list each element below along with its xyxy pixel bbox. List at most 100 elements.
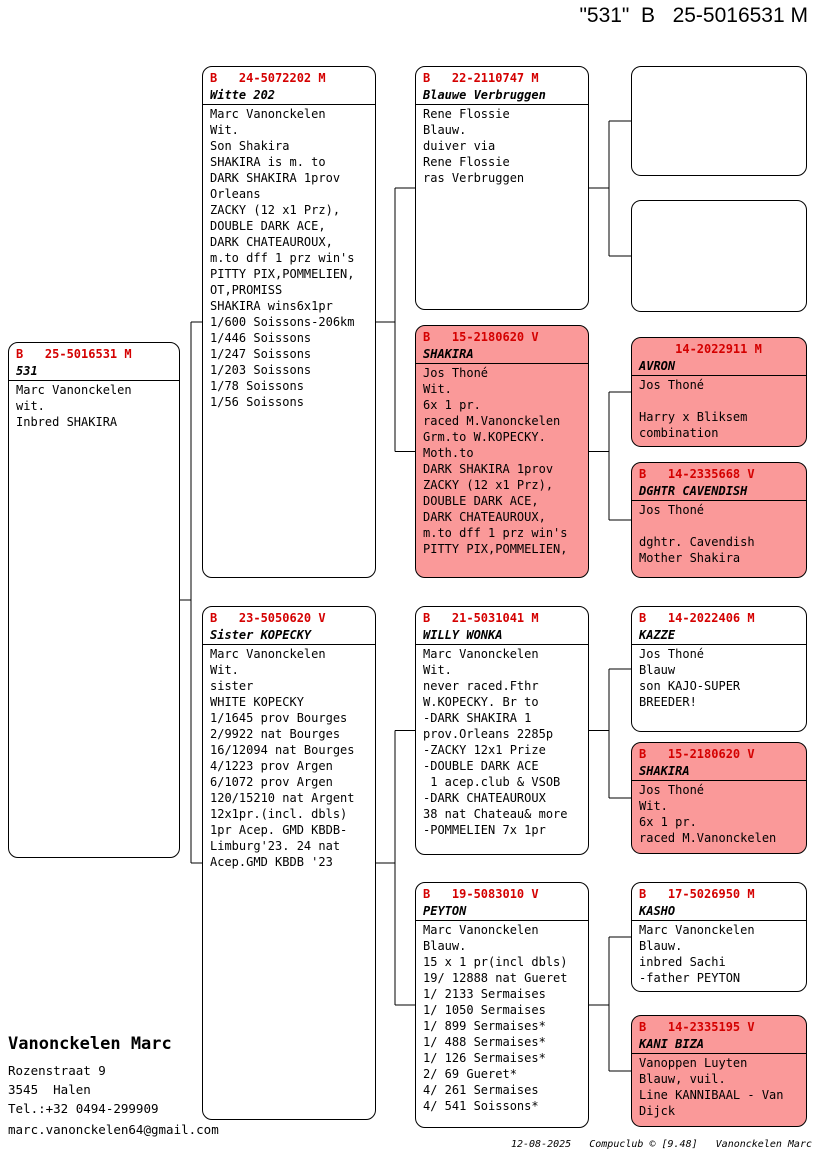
info-line: BREEDER! — [639, 695, 697, 709]
pigeon-name: SHAKIRA — [416, 346, 588, 364]
ring-number: B 22-2110747 M — [423, 71, 539, 85]
info-line: Marc Vanonckelen — [210, 647, 326, 661]
info-line: 4/ 261 Sermaises — [423, 1083, 539, 1097]
info-line: DARK CHATEAUROUX, — [210, 235, 333, 249]
info-line: PITTY PIX,POMMELIEN, — [423, 542, 568, 556]
info-line: -ZACKY 12x1 Prize — [423, 743, 546, 757]
info-line: 1/ 126 Sermaises* — [423, 1051, 546, 1065]
breeder-street: Rozenstraat 9 — [8, 1063, 106, 1078]
info-line: -DOUBLE DARK ACE — [423, 759, 539, 773]
info-line: Marc Vanonckelen — [639, 923, 755, 937]
ring-number: B 24-5072202 M — [210, 71, 326, 85]
breeder-name: Vanonckelen Marc — [8, 1034, 172, 1054]
info-line: 19/ 12888 nat Gueret — [423, 971, 568, 985]
info-line: 120/15210 nat Argent — [210, 791, 355, 805]
info-line: Marc Vanonckelen — [423, 923, 539, 937]
info-line: duiver via — [423, 139, 496, 153]
info-line: Blauw. — [423, 123, 467, 137]
pigeon-name: WILLY WONKA — [416, 627, 588, 645]
info-line: Jos Thoné — [423, 366, 489, 380]
info-line: 1/247 Soissons — [210, 347, 312, 361]
info-line: 6x 1 pr. — [639, 815, 697, 829]
info-line: -DARK SHAKIRA 1 — [423, 711, 532, 725]
ring-number: B 21-5031041 M — [423, 611, 539, 625]
ring-number: B 23-5050620 V — [210, 611, 326, 625]
info-line: m.to dff 1 prz win's — [210, 251, 355, 265]
info-line: combination — [639, 426, 719, 440]
pigeon-name: KANI BIZA — [632, 1036, 806, 1054]
pigeon-name: KAZZE — [632, 627, 806, 645]
info-line: Blauw. — [639, 939, 683, 953]
info-line: DARK CHATEAUROUX, — [423, 510, 546, 524]
pigeon-name: Blauwe Verbruggen — [416, 87, 588, 105]
info-line: OT,PROMISS — [210, 283, 283, 297]
page-title-ring-number: "531" B 25-5016531 M — [579, 4, 808, 27]
info-line: -father PEYTON — [639, 971, 741, 985]
info-line: Son Shakira — [210, 139, 290, 153]
pigeon-name: 531 — [9, 363, 179, 381]
info-line: Harry x Bliksem — [639, 410, 748, 424]
info-line: Wit. — [639, 799, 668, 813]
info-line: DOUBLE DARK ACE, — [210, 219, 326, 233]
info-line: Jos Thoné — [639, 503, 705, 517]
info-line: 1/446 Soissons — [210, 331, 312, 345]
info-line: DOUBLE DARK ACE, — [423, 494, 539, 508]
breeder-contact-block: Vanonckelen Marc Rozenstraat 9 3545 Hale… — [8, 1033, 172, 1118]
info-line: DARK SHAKIRA 1prov — [210, 171, 341, 185]
info-line: raced M.Vanonckelen — [639, 831, 777, 845]
info-line: 12x1pr.(incl. dbls) — [210, 807, 348, 821]
info-line: 1/ 488 Sermaises* — [423, 1035, 546, 1049]
info-line: W.KOPECKY. Br to — [423, 695, 539, 709]
pigeon-name: Witte 202 — [203, 87, 375, 105]
info-line: Limburg'23. 24 nat — [210, 839, 341, 853]
info-line: SHAKIRA wins6x1pr — [210, 299, 333, 313]
info-line: Line KANNIBAAL - Van — [639, 1088, 784, 1102]
info-line: Wit. — [423, 663, 452, 677]
info-line: ZACKY (12 x1 Prz), — [423, 478, 554, 492]
info-line: 1/56 Soissons — [210, 395, 304, 409]
ring-number: B 17-5026950 M — [639, 887, 755, 901]
info-line: Inbred SHAKIRA — [16, 415, 118, 429]
info-line: Wit. — [210, 123, 239, 137]
info-line: Wit. — [423, 382, 452, 396]
info-line: -POMMELIEN 7x 1pr — [423, 823, 546, 837]
info-line — [639, 393, 800, 409]
info-line: Dijck — [639, 1104, 676, 1118]
pigeon-name: AVRON — [632, 358, 806, 376]
ring-number: B 15-2180620 V — [639, 747, 755, 761]
info-line: prov.Orleans 2285p — [423, 727, 554, 741]
info-line: 1/600 Soissons-206km — [210, 315, 355, 329]
info-line: ras Verbruggen — [423, 171, 525, 185]
info-line: 1/ 1050 Sermaises — [423, 1003, 546, 1017]
breeder-phone: Tel.:+32 0494-299909 — [8, 1101, 159, 1116]
ring-number: B 19-5083010 V — [423, 887, 539, 901]
info-line: -DARK CHATEAUROUX — [423, 791, 546, 805]
info-line: 1/203 Soissons — [210, 363, 312, 377]
info-line: 6x 1 pr. — [423, 398, 481, 412]
info-line: son KAJO-SUPER — [639, 679, 741, 693]
ring-number: B 14-2335668 V — [639, 467, 755, 481]
pedigree-box-gg1 — [631, 66, 807, 176]
pigeon-name: PEYTON — [416, 903, 588, 921]
info-line: Grm.to W.KOPECKY. — [423, 430, 546, 444]
ring-number: B 14-2022406 M — [639, 611, 755, 625]
info-line: Mother Shakira — [639, 551, 741, 565]
breeder-email: marc.vanonckelen64@gmail.com — [8, 1122, 219, 1137]
pedigree-box-gg2 — [631, 200, 807, 312]
pigeon-name: SHAKIRA — [632, 763, 806, 781]
info-line: 2/ 69 Gueret* — [423, 1067, 517, 1081]
info-line: 1/1645 prov Bourges — [210, 711, 348, 725]
ring-number: B 15-2180620 V — [423, 330, 539, 344]
info-line: 1/ 899 Sermaises* — [423, 1019, 546, 1033]
info-line: Jos Thoné — [639, 647, 705, 661]
info-line: Orleans — [210, 187, 261, 201]
ring-number: 14-2022911 M — [639, 342, 762, 356]
info-line: inbred Sachi — [639, 955, 726, 969]
footer-credit: 12-08-2025 Compuclub © [9.48] Vanonckele… — [510, 1139, 812, 1150]
info-line: Marc Vanonckelen — [423, 647, 539, 661]
